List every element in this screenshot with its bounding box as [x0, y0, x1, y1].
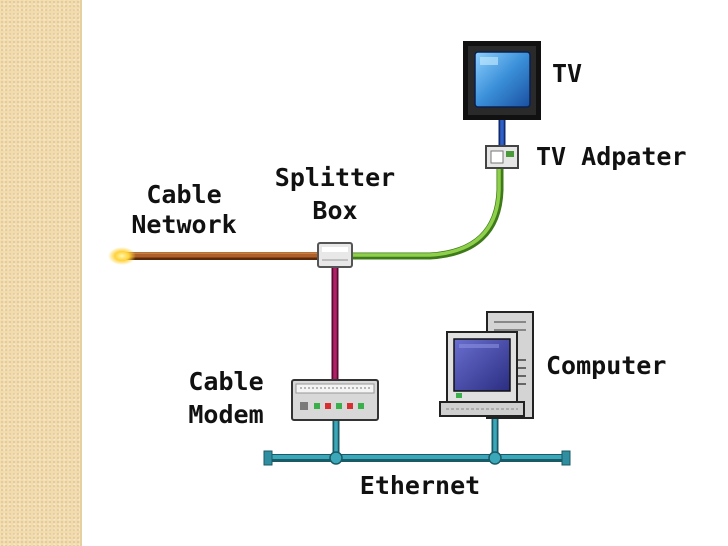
cable-network-label-line1: Cable	[146, 180, 221, 209]
cable-modem-label-line2: Modem	[188, 400, 263, 429]
cable-modem-label-line1: Cable	[188, 367, 263, 396]
cable-glow-end	[108, 247, 136, 265]
side-strip-edge	[80, 0, 82, 546]
decorative-side-strip	[0, 0, 80, 546]
splitter-box-label-line2: Box	[312, 196, 357, 225]
tv-icon	[463, 41, 541, 120]
splitter-box-label-line1: Splitter	[275, 163, 395, 192]
cable-network-line	[108, 247, 326, 265]
ethernet-bus	[263, 450, 571, 466]
computer-label: Computer	[546, 351, 666, 380]
tv-adapter-label: TV Adpater	[536, 142, 687, 171]
tv-screen	[474, 51, 531, 108]
splitter-box-device	[317, 242, 353, 268]
tv-line-highlight	[352, 168, 501, 257]
tv-adapter-icon	[485, 145, 519, 169]
tv-label: TV	[552, 59, 582, 88]
ethernet-label: Ethernet	[360, 471, 480, 500]
cable-network-label-line2: Network	[131, 210, 236, 239]
cable-modem-icon	[291, 379, 379, 421]
computer-icon	[439, 311, 534, 419]
